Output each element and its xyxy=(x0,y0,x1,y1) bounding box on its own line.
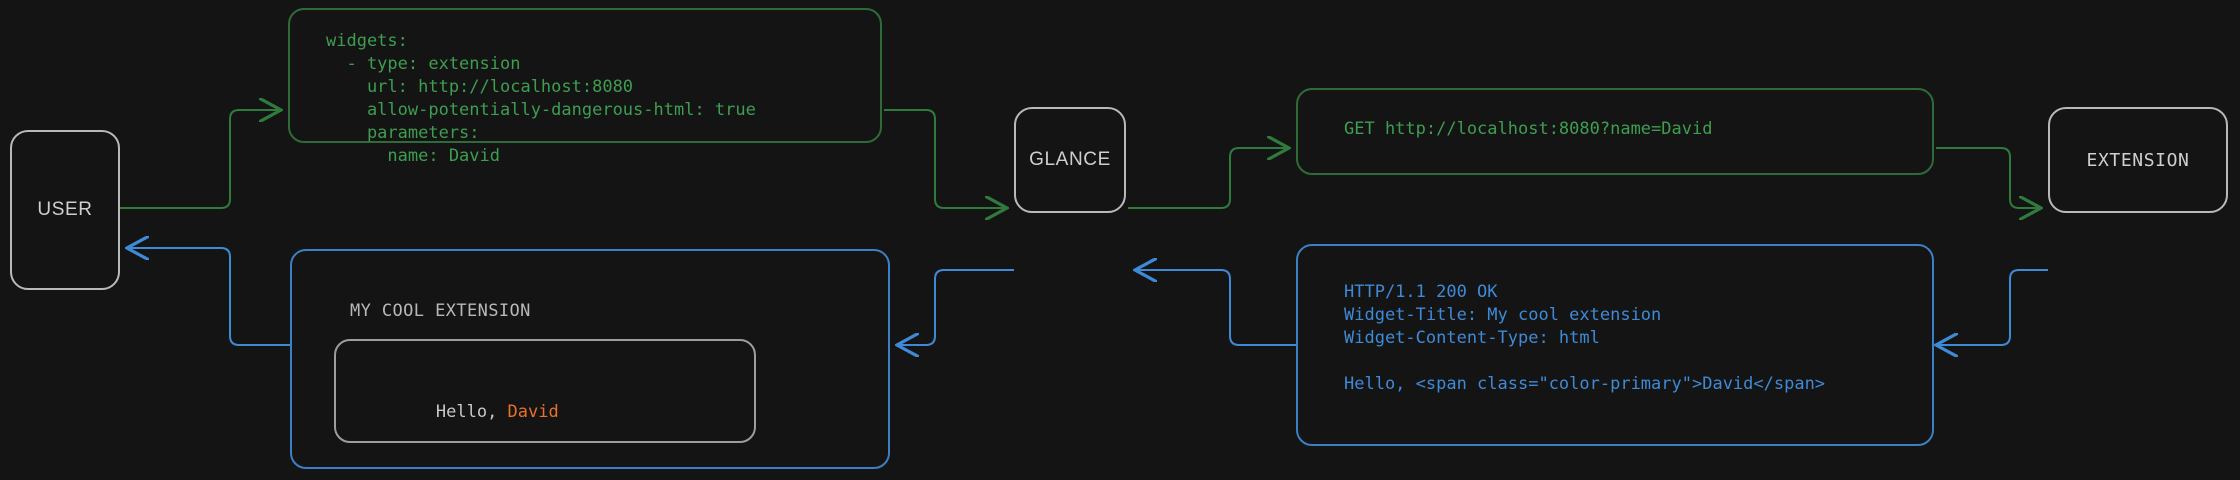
wire-response-to-glance xyxy=(1135,270,1296,346)
widget-card-name: David xyxy=(507,402,559,422)
node-user-label: USER xyxy=(37,199,93,220)
widget-preview-panel: MY COOL EXTENSION Hello, David xyxy=(290,249,890,469)
widget-card-text: Hello, David xyxy=(354,382,559,442)
wire-config-to-glance xyxy=(884,109,1007,208)
node-extension[interactable]: EXTENSION xyxy=(2048,107,2228,213)
wire-extension-to-response xyxy=(1936,269,2048,345)
config-yaml-panel: widgets: - type: extension url: http://l… xyxy=(288,8,882,166)
wire-glance-to-widget xyxy=(897,269,1014,345)
widget-title: MY COOL EXTENSION xyxy=(350,301,531,321)
wire-request-to-extension xyxy=(1936,147,2041,208)
widget-card-greeting: Hello, xyxy=(435,402,508,422)
http-response-panel: HTTP/1.1 200 OK Widget-Title: My cool ex… xyxy=(1296,244,1934,446)
widget-card: Hello, David xyxy=(334,339,756,443)
node-extension-label: EXTENSION xyxy=(2086,149,2190,171)
node-glance[interactable]: GLANCE xyxy=(1014,107,1126,213)
node-user[interactable]: USER xyxy=(10,130,120,290)
config-yaml-code: widgets: - type: extension url: http://l… xyxy=(326,31,756,166)
http-response-code: HTTP/1.1 200 OK Widget-Title: My cool ex… xyxy=(1344,282,1826,394)
wire-user-to-config xyxy=(120,110,281,209)
http-request-code: GET http://localhost:8080?name=David xyxy=(1344,119,1713,139)
http-request-panel: GET http://localhost:8080?name=David xyxy=(1296,88,1934,175)
wire-glance-to-request xyxy=(1128,148,1289,209)
wire-widget-to-user xyxy=(127,248,290,346)
node-glance-label: GLANCE xyxy=(1029,149,1111,170)
